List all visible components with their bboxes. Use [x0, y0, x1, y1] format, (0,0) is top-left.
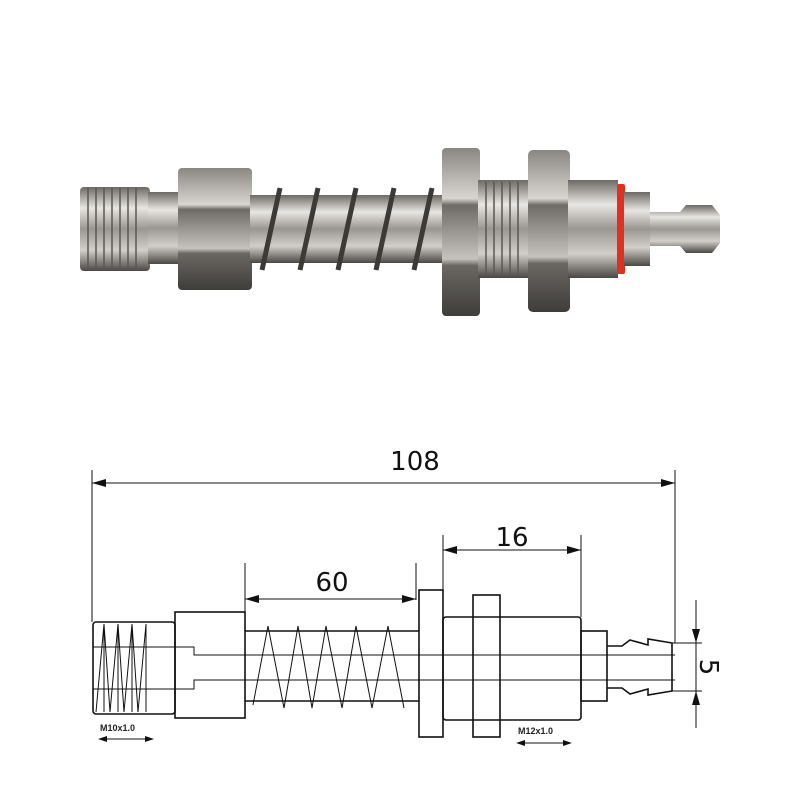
spring-drawing: [252, 625, 405, 709]
overall-length-label: 108: [390, 447, 440, 477]
body-thread-grooves: [485, 182, 519, 276]
front-thread: [568, 180, 618, 278]
flange-nut-photo: [442, 148, 480, 316]
lock-nut-photo: [528, 150, 570, 312]
spring-photo: [259, 187, 435, 271]
spring-length-label: 60: [315, 568, 348, 598]
body-length-label: 16: [495, 523, 528, 553]
left-thread-grooves: [87, 188, 137, 270]
seal-ring: [617, 184, 625, 274]
thread-hatching: [95, 623, 147, 713]
barb-diameter-label: 5: [693, 659, 723, 676]
fitting-photo: [80, 148, 720, 316]
left-thread: [80, 187, 150, 271]
left-hex: [178, 168, 252, 290]
right-thread-label: M12x1.0: [518, 726, 553, 736]
left-thread-label: M10x1.0: [100, 723, 135, 733]
front-collar: [624, 192, 650, 266]
left-neck: [148, 192, 180, 264]
technical-drawing: 108 16 60: [91, 447, 723, 746]
hose-barb: [650, 205, 720, 253]
barb-drawing: [607, 638, 673, 696]
